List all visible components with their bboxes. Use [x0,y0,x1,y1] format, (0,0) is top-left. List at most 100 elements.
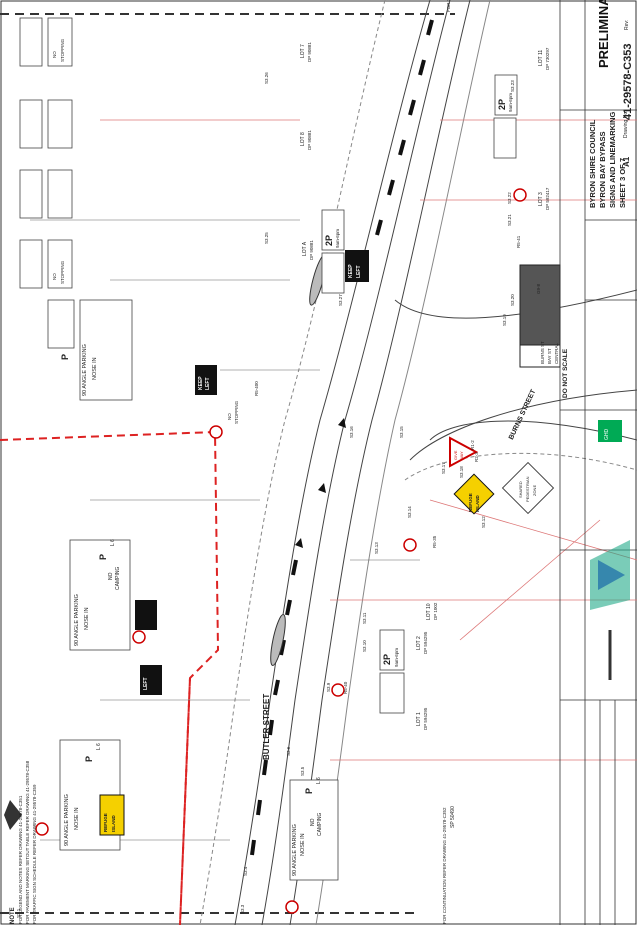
continuation-note-bottom: FOR CONTINUATION REFER DRAWING 41-29578-… [442,807,447,924]
lot1-label: LOT 1 [416,712,422,726]
refuge-island-text-2a: REFUGE [468,493,473,512]
byron-council-logo-accent [598,560,625,590]
p-sign-letter-3: P [84,755,94,762]
angle-parking-sign-2 [69,539,131,651]
no-stopping-3a: NO [227,413,232,420]
angle-parking-text-2: 90 ANGLE PARKING [74,594,80,646]
angle-parking-sign-1 [79,299,133,401]
lot8-dp: DP 90881 [307,130,312,150]
angle-parking-sign-4 [289,779,339,881]
lot10-label: LOT 10 [426,603,432,620]
drawing-number: 41-29578-C353 [622,43,634,120]
no-camping-text-2b: CAMPING [317,812,323,836]
p-sign-letter-1: P [60,353,70,360]
no-parking-signs [35,188,527,914]
sp-label: SP 50490 [450,806,456,828]
lot2-dp: DP 594295 [423,631,428,654]
butler-street-label: BUTLER STREET [262,693,271,760]
p-hours-4: L 6 [316,777,322,784]
two-p-label-1: 2P [497,98,507,110]
lot11-dp: DP 730297 [545,47,550,70]
lot-a-label: LOT A [302,241,308,256]
lot-a-dp: DP 90881 [309,240,314,260]
angle-parking-text-3: 90 ANGLE PARKING [64,794,70,846]
two-p-label-2: 2P [324,234,334,246]
keep-left-2a: KEEP [348,264,354,278]
sign-id-s3-21: S3.21 [507,214,512,226]
status-preliminary: PRELIMINARY [596,0,611,68]
sign-group-top [19,17,75,349]
refuge-island-south [270,614,286,666]
nose-in-text-4: NOSE IN [300,833,306,856]
keep-left-sign-2 [135,600,157,630]
sign-code-1: R5-400 [254,381,259,396]
property-boundary-line [0,430,220,925]
sign-id-s3-23: S3.23 [510,80,515,92]
sign-id-s3-17: S3.17 [441,462,446,474]
p-hours-2: L 6 [110,539,116,546]
burns-street-road [394,289,637,481]
sign-code-7: G9-8 [536,283,541,294]
sign-id-s3-12: S3.12 [481,516,486,528]
sign-code-3: R5-35 [432,535,437,548]
sign-code-4: R5-41 [516,235,521,248]
client-name: BYRON SHIRE COUNCIL [588,119,597,208]
nose-in-text-3: NOSE IN [74,807,80,830]
sign-id-s3-19: S3.19 [502,314,507,326]
sign-id-s3-9: S3.9 [326,682,331,692]
ghd-logo [598,420,622,442]
route-sign-text-3: CENTRAL [554,342,559,364]
p-sign-letter-4: P [304,787,314,794]
notes-line-2: FOR PAVEMENT MARKING SETOUT TABLE REFER … [25,760,30,924]
refuge-island-text-1b: ISLAND [111,815,116,832]
refuge-island-text-2b: ISLAND [475,495,480,512]
sign-id-s3-3: S3.3 [240,904,245,914]
keep-left-1a: KEEP [198,376,204,390]
nose-in-text-2: NOSE IN [84,607,90,630]
lot3-dp: DP 592417 [545,187,550,210]
lot7-label: LOT 7 [300,44,306,58]
no-stopping-3b: STOPPING [234,400,239,424]
p-hours-3: L 6 [96,743,102,750]
angle-parking-text-4: 90 ANGLE PARKING [292,824,298,876]
sheet-size: A1 [622,156,631,167]
shared-zone-text-3: ZONE [532,484,537,496]
lot2-label: LOT 2 [416,636,422,650]
angle-parking-text-1: 90 ANGLE PARKING [82,344,88,396]
no-camping-text-1a: NO [108,572,114,581]
shared-zone-text-2: PEDESTRIAN [525,476,530,502]
sign-id-s3-20: S3.20 [510,294,515,306]
route-direction-sign [519,264,561,346]
sign-id-s3-5: S3.5 [300,766,305,776]
sign-code-6: R1-2 [470,440,475,450]
keep-left-2b: LEFT [356,265,362,279]
sign-id-s3-18: S3.18 [459,466,464,478]
give-way-sign [449,436,479,468]
two-p-signs [321,74,518,714]
sign-id-s3-14: S3.14 [407,506,412,518]
give-way-text-1: GIVE [453,450,458,460]
notes-line-3: FOR TRAFFIC SIGN SCHEDULE REFER DRAWING … [32,784,37,924]
shared-zone-sign [501,461,555,515]
p-sign-letter-2: P [98,553,108,560]
title-block-frame [559,0,637,925]
ghd-logo-text: GHD [604,428,610,440]
sign-id-s3-15: S3.15 [399,426,404,438]
no-stopping-2a: NO [52,273,57,280]
two-p-label-3: 2P [382,653,392,665]
nose-in-text-1: NOSE IN [92,357,98,380]
drawing-title: SIGNS AND LINEMARKING [608,111,617,208]
north-arrow-icon [4,800,22,830]
lot10-dp: DP 1002 [433,602,438,620]
notes-line-1: FOR LEGEND AND NOTES REFER DRAWING 41-29… [18,795,23,924]
do-not-scale: DO NOT SCALE [562,348,569,398]
keep-left-sign-3 [345,250,369,282]
lot8-label: LOT 8 [300,132,306,146]
sign-id-s3-22: S3.22 [507,192,512,204]
project-name: BYRON BAY BYPASS [598,131,607,208]
keep-left-sign-1 [195,365,217,395]
route-sign-text-2: BAY ST [547,348,552,364]
no-camping-text-2a: NO [310,818,316,827]
